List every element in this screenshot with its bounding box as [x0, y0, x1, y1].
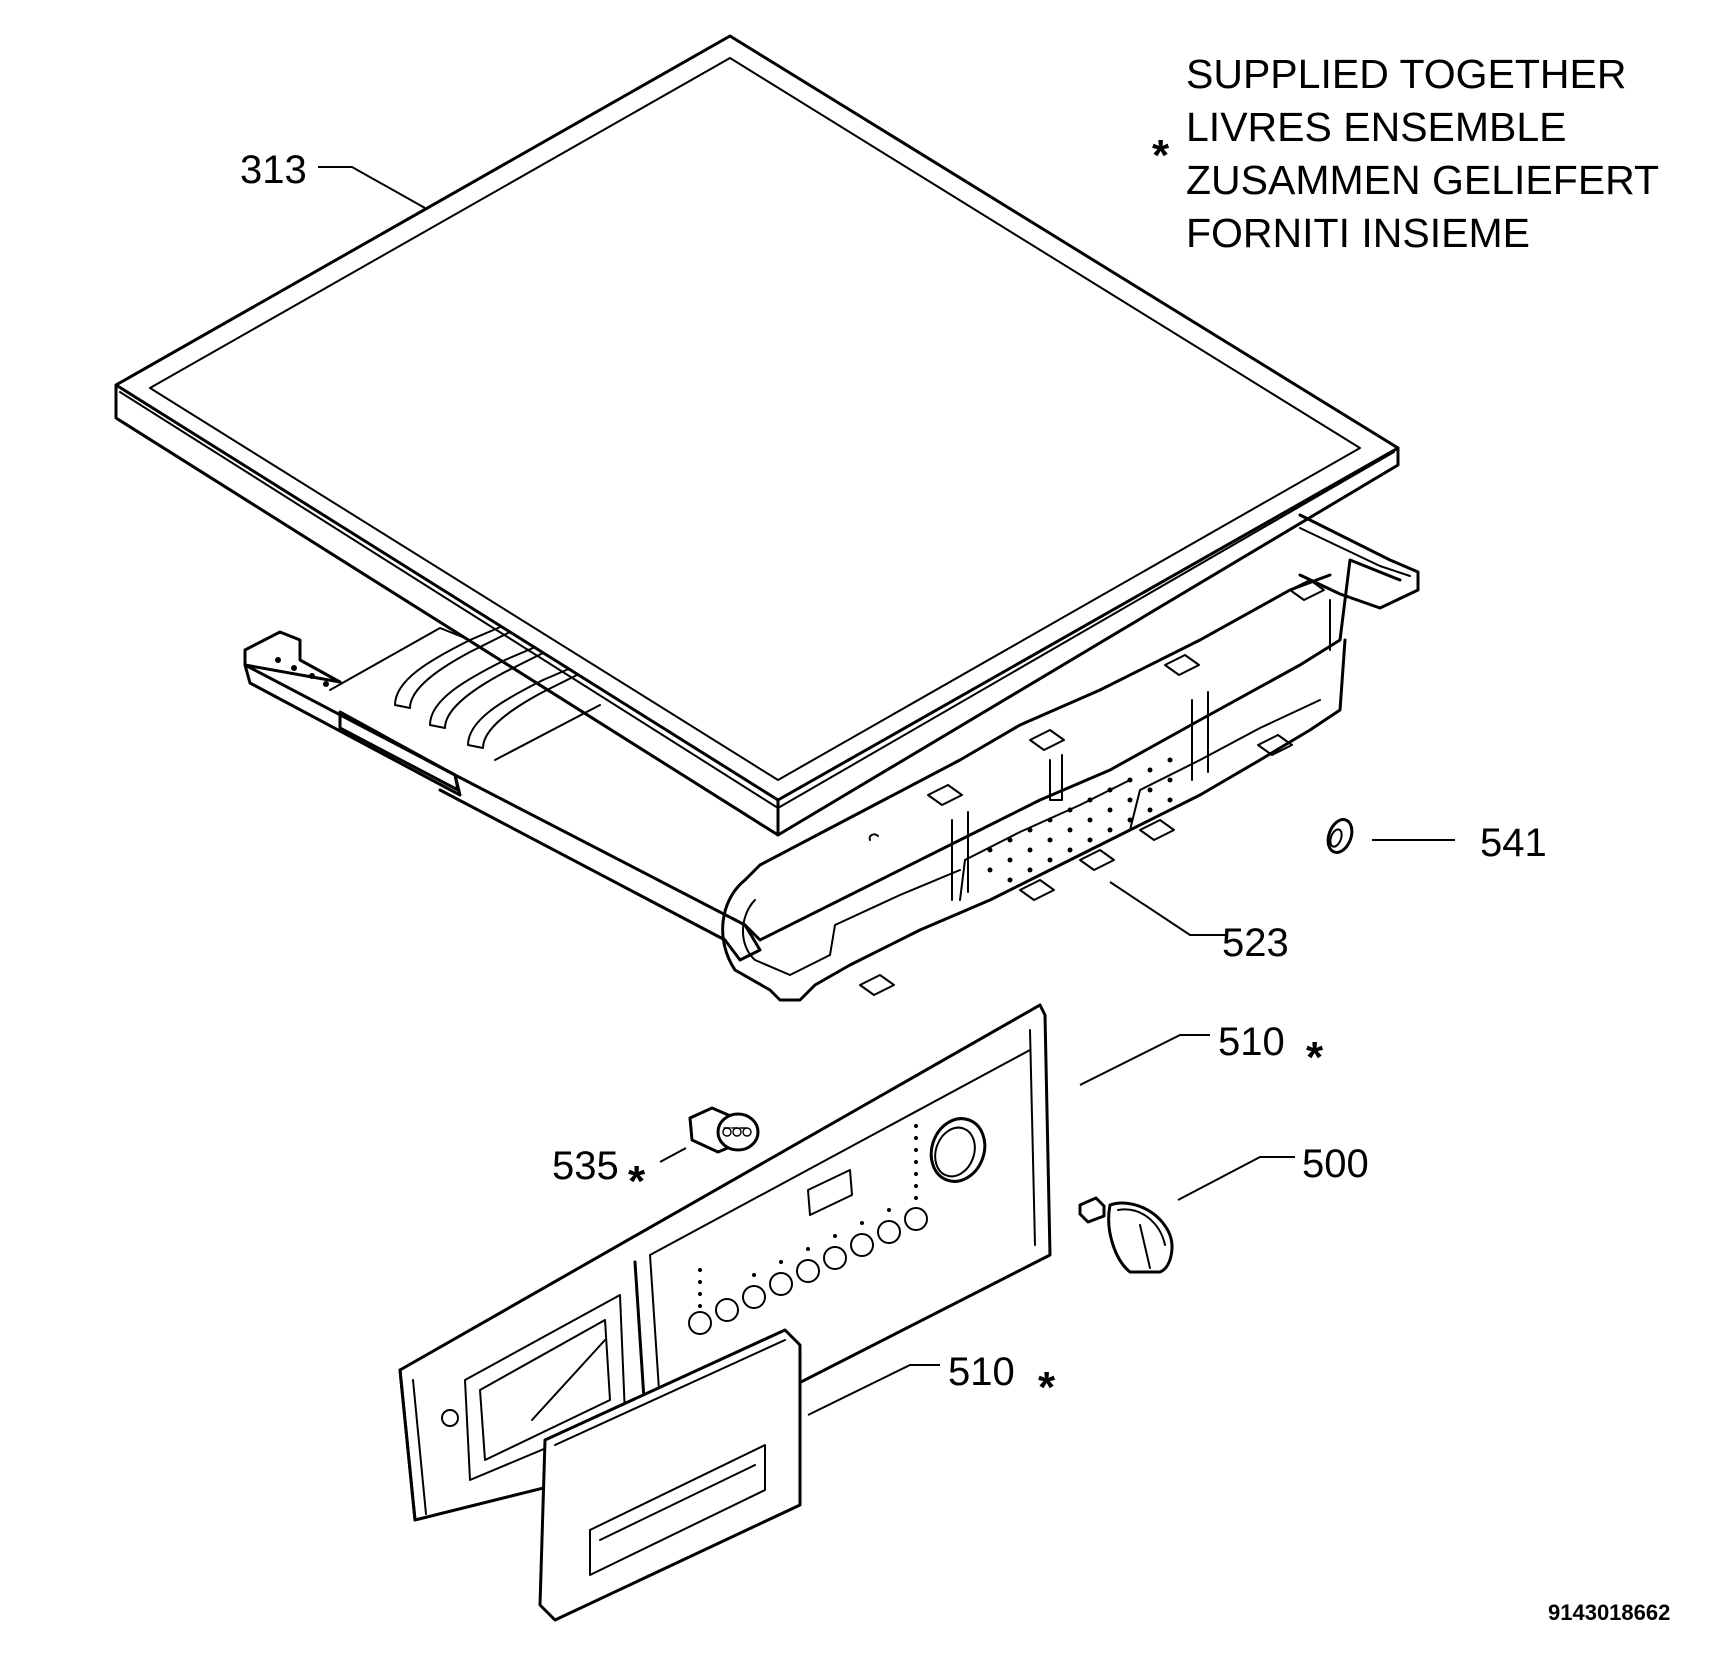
part-523-panel-support-frame [243, 513, 1420, 1002]
label-541: 541 [1480, 821, 1547, 865]
asterisk-510-upper: * [1306, 1033, 1324, 1082]
label-535: 535 [552, 1144, 619, 1188]
drawing-number: 9143018662 [1548, 1600, 1670, 1625]
note-line-4: FORNITI INSIEME [1186, 210, 1530, 256]
note-line-1: SUPPLIED TOGETHER [1186, 51, 1627, 97]
part-535-display-knob [688, 1106, 760, 1154]
label-313: 313 [240, 148, 307, 192]
part-541-grommet [1326, 818, 1354, 854]
note-line-3: ZUSAMMEN GELIEFERT [1186, 157, 1659, 203]
note-asterisk: * [1152, 131, 1170, 180]
note-line-2: LIVRES ENSEMBLE [1186, 104, 1567, 150]
supplied-together-note: * SUPPLIED TOGETHER LIVRES ENSEMBLE ZUSA… [1152, 51, 1659, 256]
callout-labels: 313 541 523 510 * 535 * 500 510 * [240, 148, 1547, 1412]
asterisk-535: * [628, 1157, 646, 1206]
part-510-drawer-front [538, 1328, 802, 1622]
part-500-programme-knob [1078, 1196, 1174, 1274]
asterisk-510-lower: * [1038, 1363, 1056, 1412]
label-510-lower: 510 [948, 1350, 1015, 1394]
part-313-worktop [114, 34, 1400, 837]
label-510-upper: 510 [1218, 1020, 1285, 1064]
leader-lines [318, 166, 1455, 1416]
label-523: 523 [1222, 921, 1289, 965]
label-500: 500 [1302, 1142, 1369, 1186]
